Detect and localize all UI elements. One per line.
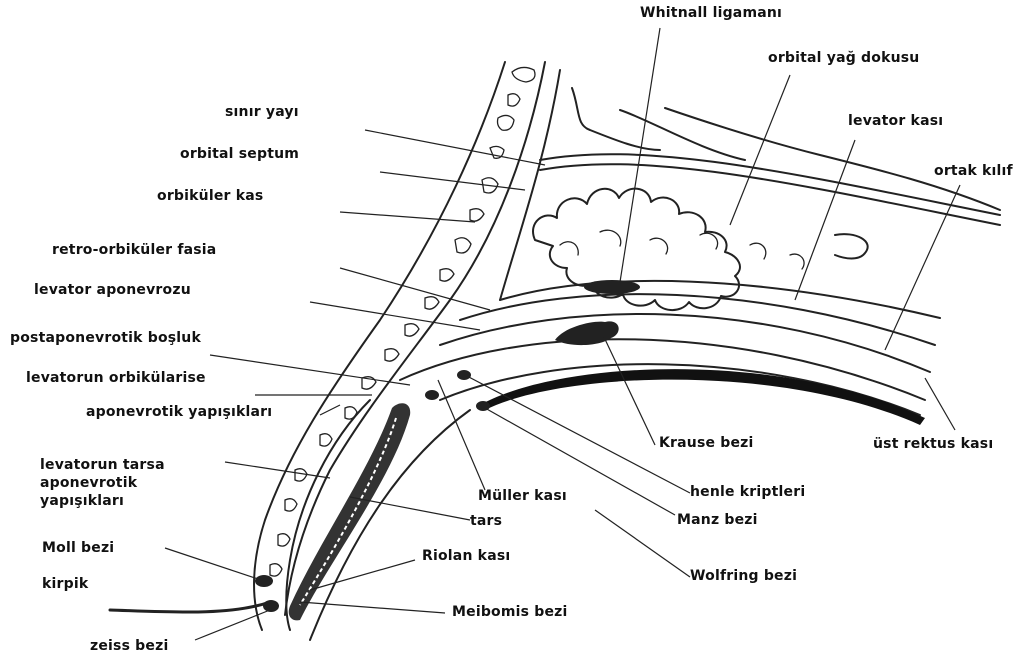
label-postaponevrotik: postaponevrotik boşluk [10, 330, 201, 347]
label-levator-aponevrozu: levator aponevrozu [34, 282, 191, 299]
label-krause-bezi: Krause bezi [659, 435, 754, 452]
label-aponevrotik-yapisiklari: aponevrotik yapışıkları [86, 404, 272, 421]
levator-layers [286, 154, 1000, 640]
label-orbital-septum: orbital septum [180, 146, 299, 163]
label-henle-kriptleri: henle kriptleri [690, 484, 805, 501]
label-zeiss-bezi: zeiss bezi [90, 638, 168, 655]
label-riolan-kasi: Riolan kası [422, 548, 510, 565]
label-levatorun-orbikularise: levatorun orbikülarise [26, 370, 206, 387]
label-orbital-fat: orbital yağ dokusu [768, 50, 919, 67]
label-muller-kasi: Müller kası [478, 488, 567, 505]
orbital-rim [572, 88, 1000, 210]
label-sinir-yayi: sınır yayı [225, 104, 299, 121]
label-tars: tars [470, 513, 502, 530]
label-manz-bezi: Manz bezi [677, 512, 758, 529]
label-ortak-kilif: ortak kılıf [934, 163, 1013, 180]
orbital-fat-cluster [533, 189, 740, 310]
label-meibomis-bezi: Meibomis bezi [452, 604, 568, 621]
label-orbikuler-kas: orbiküler kas [157, 188, 263, 205]
label-moll-bezi: Moll bezi [42, 540, 114, 557]
label-levatorun-tarsa: levatorun tarsa aponevrotik yapışıkları [40, 456, 165, 510]
label-retro-orbikuler: retro-orbiküler fasia [52, 242, 216, 259]
label-ust-rektus: üst rektus kası [873, 436, 993, 453]
eyelash [110, 602, 270, 612]
tarsus [289, 403, 410, 620]
orbital-septum-line [500, 70, 560, 300]
label-levator-kasi: levator kası [848, 113, 943, 130]
label-kirpik: kirpik [42, 576, 88, 593]
label-wolfring-bezi: Wolfring bezi [690, 568, 797, 585]
label-whitnall-ligament: Whitnall ligamanı [640, 5, 782, 22]
